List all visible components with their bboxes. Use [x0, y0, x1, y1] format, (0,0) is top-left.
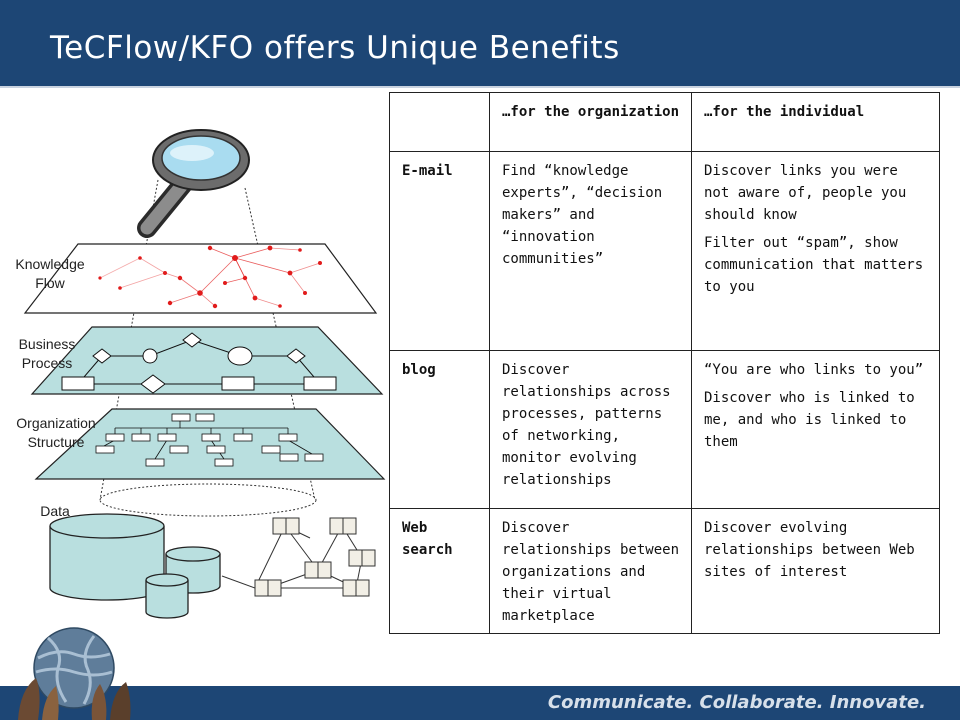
table-row: Web search Discover relationships betwee… [389, 508, 940, 634]
table-row: E-mail Find “knowledge experts”, “decisi… [389, 151, 940, 351]
business-process-label: Business Process [18, 336, 76, 371]
magnifying-glass-icon [137, 129, 250, 238]
cell-text: Filter out “spam”, show communication th… [704, 235, 924, 295]
table-header-row: …for the organization …for the individua… [389, 92, 940, 152]
table-header-individual: …for the individual [691, 92, 940, 152]
globe-hands-logo-icon [18, 627, 131, 720]
organization-structure-layer [34, 408, 386, 480]
cell-organization: Discover relationships between organizat… [489, 508, 692, 634]
title-bar-divider [0, 86, 960, 88]
cell-text: Find “knowledge experts”, “decision make… [502, 163, 663, 267]
row-label-blog: blog [389, 350, 490, 509]
projection-cone [99, 179, 316, 501]
cell-text: Discover relationships between organizat… [502, 520, 680, 624]
document-icon [221, 517, 376, 597]
business-process-layer [30, 326, 384, 395]
footer-bar [0, 686, 960, 720]
table-header-blank [389, 92, 490, 152]
footer-tagline: Communicate. Collaborate. Innovate. [547, 692, 926, 713]
row-label-email: E-mail [389, 151, 490, 351]
title-bar [0, 0, 960, 86]
cell-text: Discover who is linked to me, and who is… [704, 390, 915, 450]
cell-individual: Discover evolving relationships between … [691, 508, 940, 634]
cell-text: Discover relationships across processes,… [502, 362, 671, 488]
cell-organization: Find “knowledge experts”, “decision make… [489, 151, 692, 351]
layer-stack-graphic [23, 129, 386, 619]
cone-base-ellipse [99, 483, 317, 517]
cell-individual: “You are who links to you” Discover who … [691, 350, 940, 509]
network-graph-icon [98, 245, 322, 309]
cell-text: Discover evolving relationships between … [704, 520, 915, 580]
knowledge-flow-label: Knowledge Flow [15, 256, 85, 291]
cell-text: “You are who links to you” [704, 362, 924, 378]
flowchart-icon [61, 332, 337, 394]
table-header-organization: …for the organization [489, 92, 692, 152]
cell-organization: Discover relationships across processes,… [489, 350, 692, 509]
cell-text: Discover links you were not aware of, pe… [704, 163, 907, 223]
slide-title: TeCFlow/KFO offers Unique Benefits [50, 30, 620, 66]
org-chart-icon [95, 413, 324, 467]
database-icon [49, 513, 221, 619]
knowledge-flow-layer [23, 243, 378, 314]
organization-structure-label: Organization Structure [16, 415, 96, 450]
table-row: blog Discover relationships across proce… [389, 350, 940, 509]
benefits-table: …for the organization …for the individua… [389, 92, 940, 634]
cell-individual: Discover links you were not aware of, pe… [691, 151, 940, 351]
data-label: Data [40, 503, 70, 519]
layered-diagram: Knowledge Flow Business Process Organiza… [0, 88, 390, 688]
row-label-web-search: Web search [389, 508, 490, 634]
